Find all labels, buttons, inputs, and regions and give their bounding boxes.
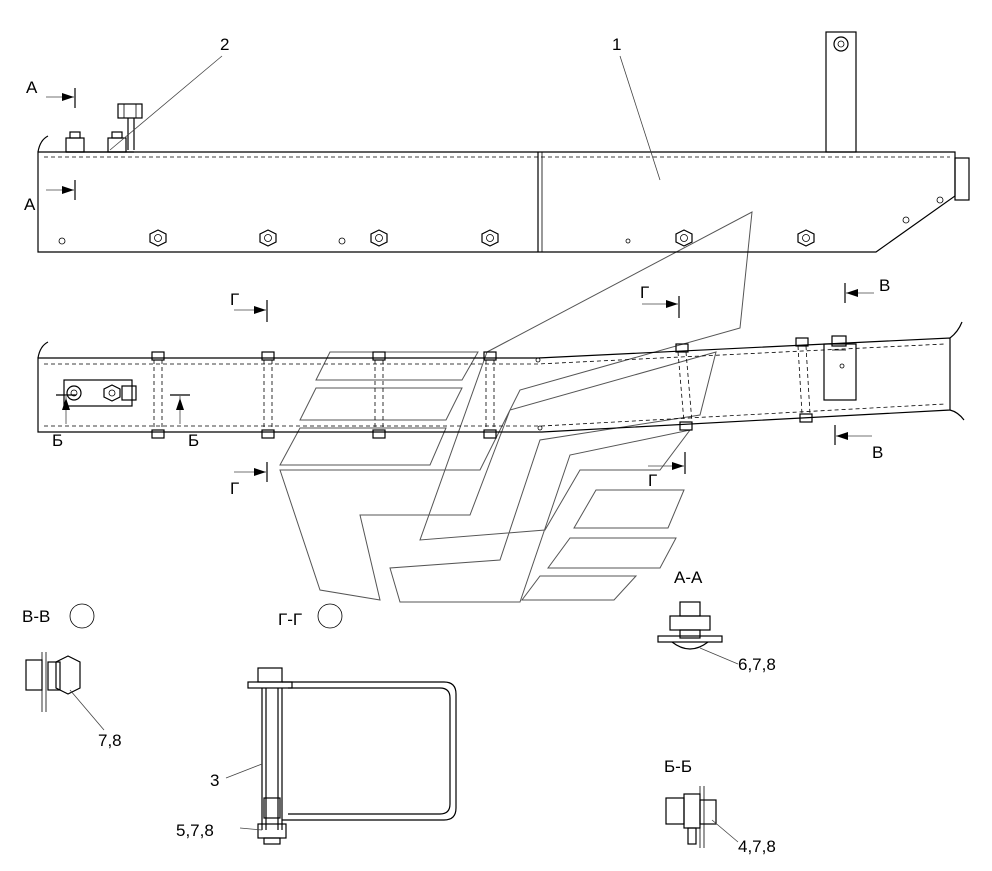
callout-label-1: 1 xyxy=(612,35,621,54)
stud-icon xyxy=(151,351,165,439)
nut-icon xyxy=(259,229,277,247)
section-label-a-top: А xyxy=(26,78,38,97)
section-view-bb: Б-Б 4,7,8 xyxy=(664,757,776,856)
section-title-bb: Б-Б xyxy=(664,757,692,776)
section-view-vv: В-В 7,8 xyxy=(22,603,122,750)
callout-label-5: 5,7,8 xyxy=(176,821,214,840)
section-mark-g: Г Г Г Г xyxy=(230,283,686,498)
section-label-g-3: Г xyxy=(230,479,239,498)
section-view-aa: А-А 6,7,8 xyxy=(657,568,776,674)
section-label-a-bottom: А xyxy=(24,195,36,214)
section-label-g-2: Г xyxy=(640,283,649,302)
nut-icon xyxy=(370,229,388,247)
nut-icon xyxy=(149,229,167,247)
part-3-ubolt: 3 5,7,8 xyxy=(176,667,457,845)
frame-top-view xyxy=(37,31,970,253)
section-label-v-top: В xyxy=(879,276,890,295)
callout-label-7: 7,8 xyxy=(98,731,122,750)
section-label-g-1: Г xyxy=(230,290,239,309)
stud-icon xyxy=(372,351,386,439)
callout-label-2: 2 xyxy=(220,35,229,54)
section-label-b-right: Б xyxy=(188,431,199,450)
section-title-vv: В-В xyxy=(22,607,50,626)
nut-icon xyxy=(797,229,815,247)
stud-icon xyxy=(675,343,693,431)
watermark-logo xyxy=(279,211,753,603)
section-title-aa: А-А xyxy=(674,568,703,587)
section-title-gg: Г-Г xyxy=(278,610,302,629)
frame-bottom-view xyxy=(37,321,965,439)
stud-icon xyxy=(795,337,813,423)
section-label-g-4: Г xyxy=(648,471,657,490)
section-mark-a: А А xyxy=(24,78,76,214)
section-mark-b: Б Б xyxy=(52,394,199,450)
section-mark-v: В В xyxy=(834,276,890,462)
callout-label-6: 6,7,8 xyxy=(738,655,776,674)
callout-label-4: 4,7,8 xyxy=(738,837,776,856)
callout-2: 2 xyxy=(109,35,229,151)
callout-1: 1 xyxy=(612,35,661,181)
section-label-v-bottom: В xyxy=(872,443,883,462)
section-view-gg: Г-Г xyxy=(278,603,343,629)
callout-label-3: 3 xyxy=(210,771,219,790)
nut-icon xyxy=(481,229,499,247)
stud-icon xyxy=(483,351,497,439)
stud-icon xyxy=(261,351,275,439)
section-label-b-left: Б xyxy=(52,431,63,450)
nut-icon xyxy=(675,229,693,247)
